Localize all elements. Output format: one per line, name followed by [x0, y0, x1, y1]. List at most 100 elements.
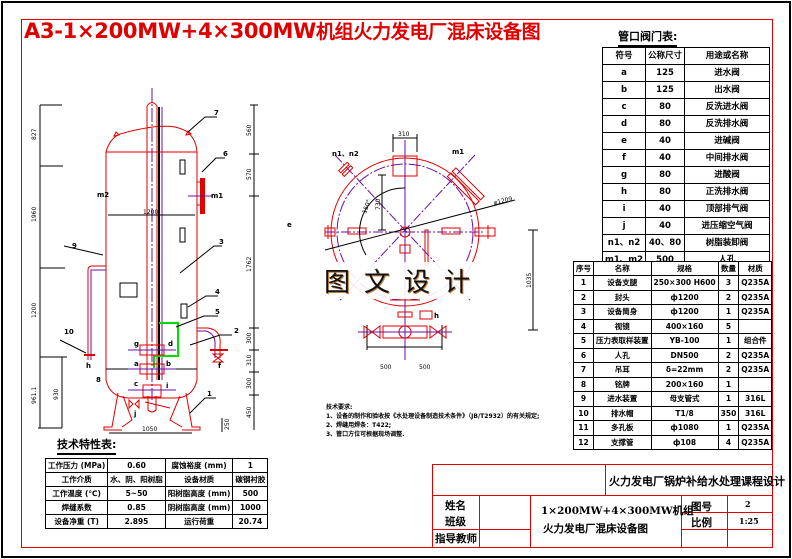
cell: 8: [573, 376, 594, 392]
drawing-title: A3-1×200MW+4×300MW机组火力发电厂混床设备图: [24, 17, 541, 44]
watermark: 图文设计: [320, 262, 489, 299]
cell: 反洗排水阀: [684, 115, 770, 133]
cell: Q235A: [738, 289, 773, 305]
cell: 多孔板: [593, 420, 652, 436]
dim-560: 560: [246, 124, 253, 136]
dim-570: 570: [246, 168, 253, 180]
cell: 4: [573, 318, 594, 334]
cell: 5~50: [107, 486, 166, 501]
label-g: g: [134, 340, 139, 348]
elevation-view: [38, 88, 259, 434]
cell: i: [601, 200, 647, 218]
table-row: 工作介质水、阴、阳树脂设备材质碳钢衬胶: [44, 472, 269, 487]
title-prefix: A3-1×200MW+4×300MW: [24, 19, 316, 43]
cell: 排水帽: [593, 405, 652, 421]
label-h: h: [86, 362, 91, 370]
cell: e: [601, 132, 647, 150]
cell: j: [601, 217, 647, 235]
header-spec: 规格: [650, 261, 719, 276]
dim-500-right: 500: [419, 364, 431, 371]
label-f: f: [218, 362, 222, 370]
cell: a: [601, 64, 647, 82]
cell: 工作温度 (℃): [44, 486, 109, 501]
cell: 1: [717, 333, 740, 349]
cell: 400×160: [650, 318, 719, 334]
tb-divider: [681, 495, 682, 547]
tech-table-caption: 技术特性表:: [57, 436, 117, 455]
cell: 1000: [232, 500, 269, 515]
cell: Q235A: [738, 347, 773, 363]
label-i: i: [166, 382, 168, 390]
cell: 125: [645, 81, 686, 99]
cell: 80: [645, 183, 686, 201]
cell: 进酸阀: [684, 166, 770, 184]
cell: 1: [717, 420, 740, 436]
cell: 反洗进水阀: [684, 98, 770, 116]
notes-line: 1、设备的制作和验收按《水处理设备制造技术条件》（JB/T2932）的有关规定;: [326, 413, 540, 420]
valve-table-caption: 管口阀门表:: [618, 28, 678, 47]
cell: Q235A: [738, 420, 773, 436]
cell: 1: [573, 275, 594, 291]
cell: 500: [232, 486, 269, 501]
cell: 0.85: [107, 500, 166, 515]
cell: 1: [232, 458, 269, 473]
scale-label: 比例: [691, 517, 712, 529]
cell: 设备简身: [593, 304, 652, 320]
label-d: d: [168, 340, 173, 348]
cell: 1: [717, 391, 740, 407]
dim-1200: 1200: [31, 303, 38, 318]
dim-450: 450: [246, 406, 253, 418]
cell: 正洗排水阀: [684, 183, 770, 201]
label-b: b: [166, 360, 171, 368]
label-h-plan: h: [434, 312, 439, 320]
cell: n1、n2: [601, 234, 647, 252]
cell: [738, 318, 773, 334]
name-label: 姓名: [445, 500, 466, 512]
cell: 40: [645, 132, 686, 150]
title-block: 火力发电厂锅炉补给水处理课程设计 姓名 班级 指导教师 1×200MW+4×30…: [432, 464, 785, 548]
cell: 80: [645, 98, 686, 116]
cell: 工作压力 (MPa): [44, 458, 109, 473]
label-n1-n2: n1、n2: [332, 150, 359, 158]
cell: 0.60: [107, 458, 166, 473]
cell: 人孔: [593, 347, 652, 363]
cell: 阳树脂高度 (mm): [164, 486, 234, 501]
cell: 压力表取样装置: [593, 333, 652, 349]
label-4: 4: [215, 288, 220, 296]
cell: h: [601, 183, 647, 201]
tb-divider: [433, 495, 772, 496]
label-8: 8: [96, 376, 101, 384]
header-no: 序号: [573, 261, 594, 276]
drawing-title-line1: 1×200MW+4×300MW机组: [541, 505, 694, 517]
dim-500-left: 500: [380, 364, 392, 371]
cell: 20.74: [232, 514, 269, 529]
cell: 设备净重 (T): [44, 514, 109, 529]
cell: DN500: [650, 347, 719, 363]
cell: ф108: [650, 434, 719, 450]
cell: 进压缩空气阀: [684, 217, 770, 235]
cell: 7: [573, 362, 594, 378]
cell: g: [601, 166, 647, 184]
cell: 进水阀: [684, 64, 770, 82]
dim-730: 730: [375, 198, 382, 210]
cell: 40、80: [645, 234, 686, 252]
cell: 进水装置: [593, 391, 652, 407]
technical-notes: 技术要求: 1、设备的制作和验收按《水处理设备制造技术条件》（JB/T2932）…: [326, 403, 539, 439]
dim-1200-dia: 1200: [143, 209, 158, 216]
cell: ф1200: [650, 289, 719, 305]
cell: YB-100: [650, 333, 719, 349]
label-e: e: [287, 221, 292, 229]
